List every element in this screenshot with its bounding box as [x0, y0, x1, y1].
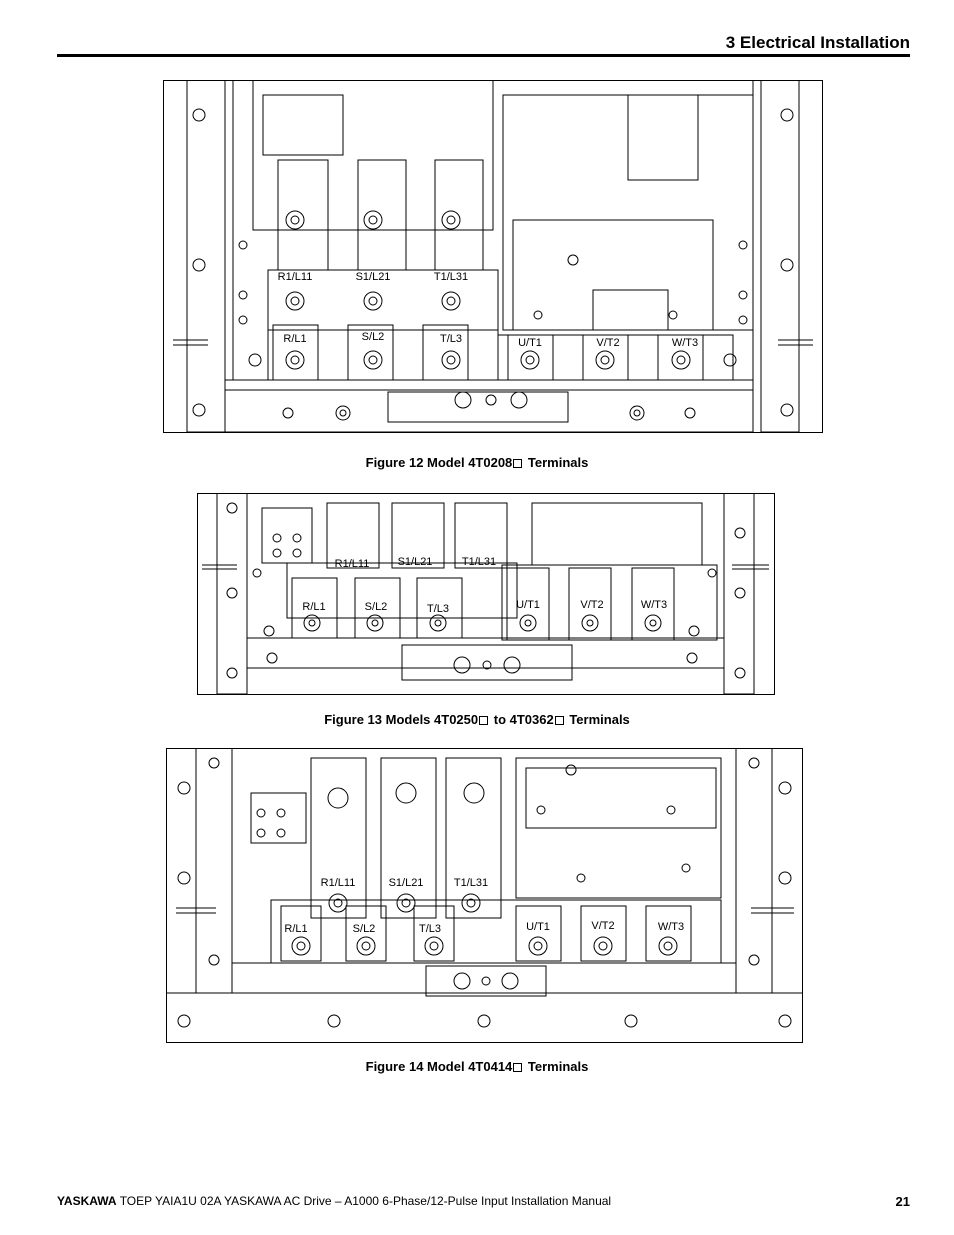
terminal-label-u: U/T1 [516, 599, 540, 611]
terminal-label-r1: R1/L11 [335, 558, 370, 570]
figure-14-caption-suffix: Terminals [524, 1059, 589, 1074]
figure-13-drawing: R1/L11 S1/L21 T1/L31 R/L1 S/L2 T/L3 U/T1… [197, 493, 775, 695]
footer: YASKAWA TOEP YAIA1U 02A YASKAWA AC Drive… [57, 1194, 611, 1208]
figure-13-caption-suffix: Terminals [565, 712, 630, 727]
placeholder-box-icon [554, 716, 564, 725]
terminal-label-u: U/T1 [518, 337, 542, 349]
terminal-label-r: R/L1 [284, 923, 307, 935]
terminal-label-r1: R1/L11 [321, 877, 356, 889]
terminal-label-s: S/L2 [353, 923, 376, 935]
terminal-label-s: S/L2 [365, 601, 388, 613]
terminal-label-v: V/T2 [580, 599, 603, 611]
figure-12-drawing: R1/L11 S1/L21 T1/L31 R/L1 S/L2 T/L3 U/T1… [163, 80, 823, 433]
placeholder-box-icon [513, 459, 523, 468]
terminal-label-s1: S1/L21 [398, 556, 433, 568]
terminal-label-v: V/T2 [591, 920, 614, 932]
figure-13-caption: Figure 13 Models 4T0250 to 4T0362 Termin… [0, 712, 954, 727]
terminal-label-t1: T1/L31 [462, 556, 496, 568]
terminal-label-r: R/L1 [283, 333, 306, 345]
terminal-label-v: V/T2 [596, 337, 619, 349]
header-title: 3 Electrical Installation [725, 33, 910, 52]
terminal-label-s1: S1/L21 [356, 271, 391, 283]
figure-12-caption: Figure 12 Model 4T0208 Terminals [0, 455, 954, 470]
placeholder-box-icon [479, 716, 489, 725]
footer-text: TOEP YAIA1U 02A YASKAWA AC Drive – A1000… [116, 1194, 612, 1208]
terminal-label-t: T/L3 [440, 333, 462, 345]
terminal-label-w: W/T3 [641, 599, 667, 611]
terminal-label-u: U/T1 [526, 921, 550, 933]
terminal-label-w: W/T3 [672, 337, 698, 349]
footer-brand: YASKAWA [57, 1194, 117, 1208]
header-rule [57, 54, 910, 57]
terminal-label-s: S/L2 [362, 331, 385, 343]
terminal-label-t: T/L3 [419, 923, 441, 935]
figure-12-caption-prefix: Figure 12 Model 4T0208 [365, 455, 513, 470]
figure-14-caption-prefix: Figure 14 Model 4T0414 [365, 1059, 513, 1074]
page-number: 21 [895, 1194, 910, 1209]
figure-12-caption-suffix: Terminals [524, 455, 589, 470]
terminal-label-r: R/L1 [302, 601, 325, 613]
terminal-label-t1: T1/L31 [434, 271, 468, 283]
terminal-label-t1: T1/L31 [454, 877, 488, 889]
terminal-label-s1: S1/L21 [389, 877, 424, 889]
placeholder-box-icon [513, 1063, 523, 1072]
terminal-label-r1: R1/L11 [278, 271, 313, 283]
terminal-label-t: T/L3 [427, 603, 449, 615]
figure-13-caption-prefix: Figure 13 Models 4T0250 [324, 712, 479, 727]
terminal-label-w: W/T3 [658, 921, 684, 933]
figure-14-caption: Figure 14 Model 4T0414 Terminals [0, 1059, 954, 1074]
figure-13-caption-mid: to 4T0362 [490, 712, 554, 727]
figure-14-drawing: R1/L11 S1/L21 T1/L31 R/L1 S/L2 T/L3 U/T1… [166, 748, 803, 1043]
